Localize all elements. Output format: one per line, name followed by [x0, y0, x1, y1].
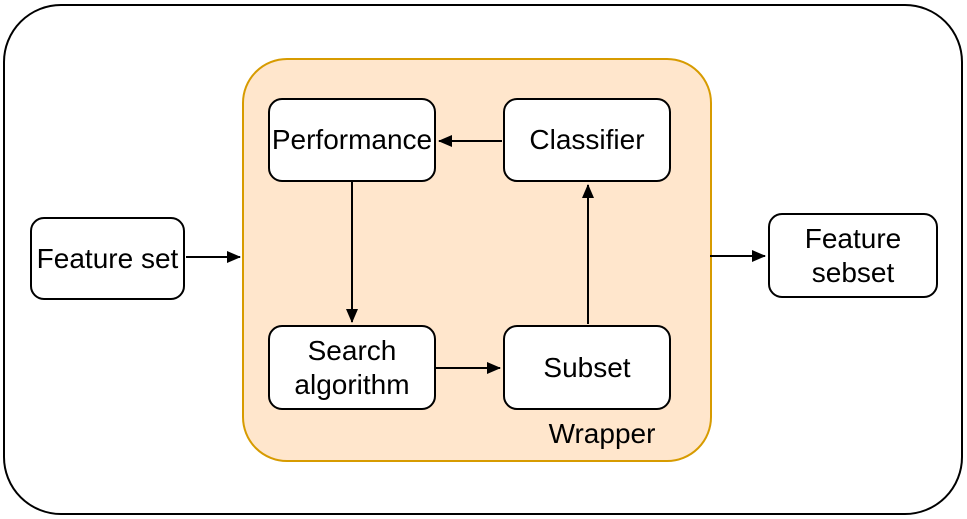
node-feature-set-label: Feature set	[36, 242, 179, 274]
node-classifier: Classifier	[503, 98, 671, 182]
node-performance: Performance	[268, 98, 436, 182]
node-feature-subset-label: Feature sebset	[804, 222, 902, 288]
wrapper-label: Wrapper	[548, 418, 656, 449]
node-performance-label: Performance	[271, 124, 433, 156]
node-subset: Subset	[503, 325, 671, 410]
node-search-algorithm-label: Search algorithm	[294, 334, 410, 400]
node-search-algorithm: Search algorithm	[268, 325, 436, 410]
node-classifier-label: Classifier	[529, 124, 645, 156]
node-feature-subset: Feature sebset	[768, 213, 938, 298]
node-feature-set: Feature set	[30, 217, 185, 300]
node-subset-label: Subset	[543, 351, 631, 383]
